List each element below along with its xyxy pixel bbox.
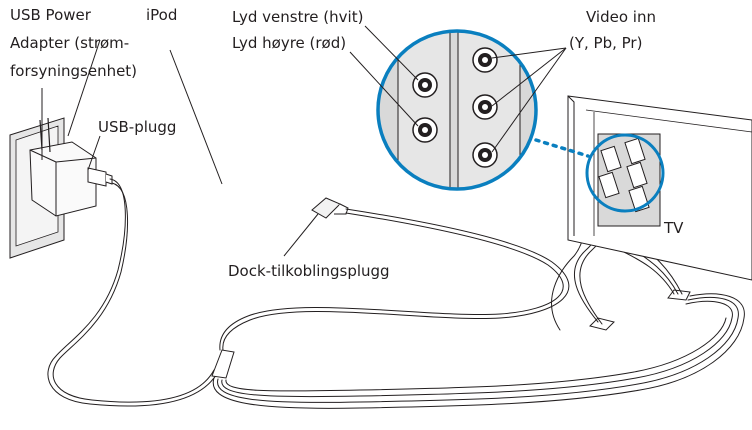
dock-connector-plug-label: Dock-tilkoblingsplugg [228,262,390,280]
usb-plug-label: USB-plugg [98,118,177,136]
usb-power-adapter-label-line1: USB Power [10,6,91,24]
video-in-label-line1: Video inn [586,8,656,26]
tv-rca-plugs [598,137,650,213]
tv-label: TV [664,219,684,237]
zoom-link [534,138,590,158]
usb-power-adapter-label-line2: Adapter (strøm- [10,34,130,52]
cable-splitter [211,349,235,379]
connector-zoom [376,29,538,191]
usb-plug [87,167,113,187]
video-in-label-line2: (Y, Pb, Pr) [569,34,643,52]
usb-power-adapter [29,117,97,217]
leader-lines [41,25,567,257]
tv-port-highlight [585,133,665,213]
audio-left-label: Lyd venstre (hvit) [232,8,364,26]
usb-power-adapter-label-line3: forsyningsenhet) [10,62,138,80]
audio-right-label: Lyd høyre (rød) [232,34,347,52]
dock-connector-plug [311,197,349,219]
ipod-label: iPod [146,6,178,24]
